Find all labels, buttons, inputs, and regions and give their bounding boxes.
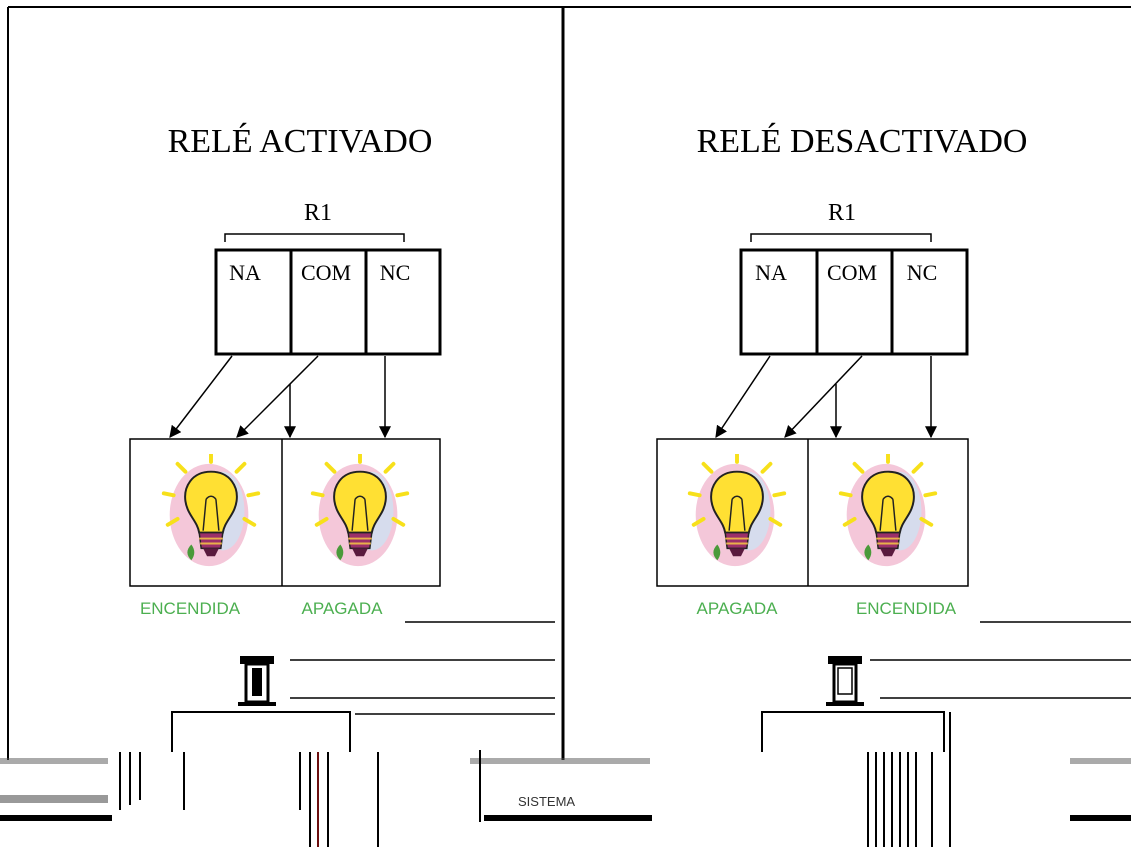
terminal-com: COM (301, 260, 351, 285)
lamp-status: APAGADA (302, 599, 384, 618)
connection-arrows (169, 355, 391, 439)
lantern-icon (238, 656, 276, 706)
vertical-bars (119, 712, 951, 847)
panel-activated: RELÉ ACTIVADO R1 NA COM NC ENCENDIDA APA… (129, 123, 442, 618)
terminal-com: COM (827, 260, 877, 285)
footer-fragment: SISTEMA (518, 794, 575, 809)
terminal-na: NA (229, 260, 261, 285)
base-box (171, 711, 945, 752)
diagram-frame (7, 6, 1131, 760)
relay-block (214, 248, 442, 356)
connection-arrows (715, 355, 937, 439)
panel-title: RELÉ ACTIVADO (168, 123, 433, 160)
relay-label: R1 (304, 200, 332, 226)
panel-deactivated: RELÉ DESACTIVADO R1 NA COM NC APAGADA EN… (656, 123, 1028, 618)
relay-bracket (224, 233, 405, 242)
lamp-status: APAGADA (697, 599, 779, 618)
terminal-nc: NC (907, 260, 938, 285)
lamp-status: ENCENDIDA (140, 599, 241, 618)
relay-label: R1 (828, 200, 856, 226)
lower-lines (290, 621, 1131, 715)
terminal-na: NA (755, 260, 787, 285)
lantern-icon (826, 656, 864, 706)
relay-bracket (750, 233, 932, 242)
terminal-nc: NC (380, 260, 411, 285)
panel-title: RELÉ DESACTIVADO (697, 123, 1028, 160)
relay-block (739, 248, 969, 356)
noise-strips (0, 758, 1131, 821)
lamp-status: ENCENDIDA (856, 599, 957, 618)
